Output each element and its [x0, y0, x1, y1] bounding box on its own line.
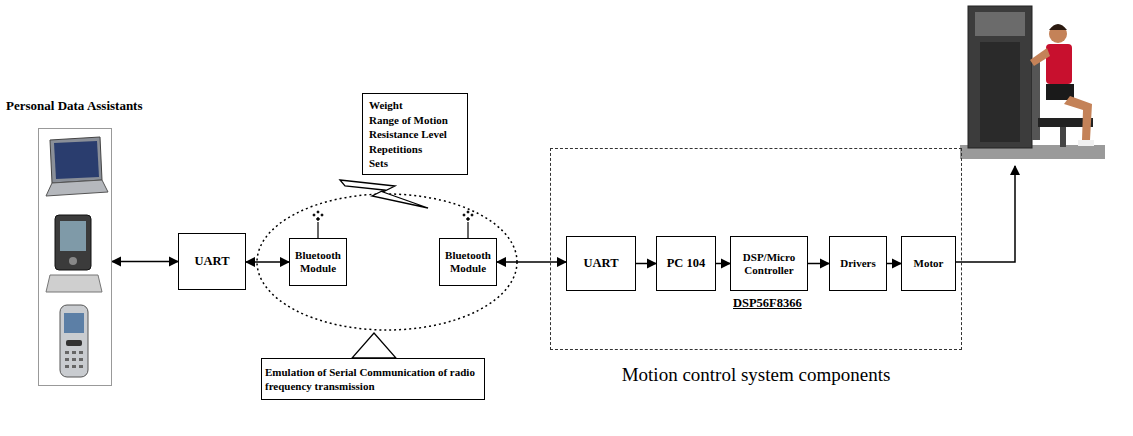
- bluetooth-module: Bluetooth Module: [289, 238, 347, 286]
- bluetooth-module: Bluetooth Module: [439, 238, 497, 286]
- connector-arrow: [246, 261, 289, 263]
- node-text: Resistance Level: [369, 127, 461, 142]
- output-arrow: [956, 166, 1015, 262]
- phone-icon: [60, 305, 88, 377]
- node-text: PC 104: [667, 256, 706, 271]
- connector-arrow: [636, 263, 656, 265]
- connector-arrow: [112, 261, 178, 263]
- node-text: Range of Motion: [369, 113, 461, 128]
- driver-box: Drivers: [829, 236, 887, 291]
- wireless-region: [257, 194, 517, 330]
- node-text: Bluetooth Module: [443, 249, 493, 275]
- antenna-symbol: [313, 211, 473, 238]
- node-text: Bluetooth Module: [293, 249, 343, 275]
- controller-box: DSP/Micro Controller: [730, 236, 808, 291]
- node-text: Personal Data Assistants: [6, 98, 143, 114]
- node-text: UART: [584, 256, 619, 271]
- lightning-symbol: [340, 180, 428, 208]
- callout-pointer: [352, 333, 396, 358]
- exercise-machine: [960, 6, 1105, 159]
- laptop-icon: [46, 137, 108, 196]
- node-text: DSP/Micro Controller: [734, 251, 804, 277]
- node-text: Motor: [914, 257, 944, 270]
- uart-box: UART: [566, 236, 636, 291]
- pc104-box: PC 104: [656, 236, 716, 291]
- device-panel: Personal Data Assistants: [38, 128, 112, 386]
- node-text: UART: [195, 254, 230, 269]
- part-label: DSP56F8366: [733, 296, 802, 311]
- connector-arrow: [808, 263, 829, 265]
- connector-arrow: [716, 263, 730, 265]
- node-text: Weight: [369, 98, 461, 113]
- note-box: Emulation of Serial Communication of rad…: [261, 358, 485, 400]
- node-text: Sets: [369, 156, 461, 171]
- connector-arrow: [497, 261, 566, 263]
- node-text: Repetitions: [369, 142, 461, 157]
- connector-arrow: [887, 263, 901, 265]
- node-text: Emulation of Serial Communication of rad…: [265, 365, 481, 393]
- pda-icon: [46, 215, 102, 292]
- motor-box: Motor: [901, 236, 956, 291]
- system-group: Motion control system componentsUARTPC 1…: [550, 148, 962, 350]
- node-text: Motion control system components: [551, 364, 961, 386]
- parameter-callout: WeightRange of MotionResistance LevelRep…: [362, 93, 468, 175]
- node-text: Drivers: [840, 257, 875, 270]
- uart-box: UART: [178, 233, 246, 290]
